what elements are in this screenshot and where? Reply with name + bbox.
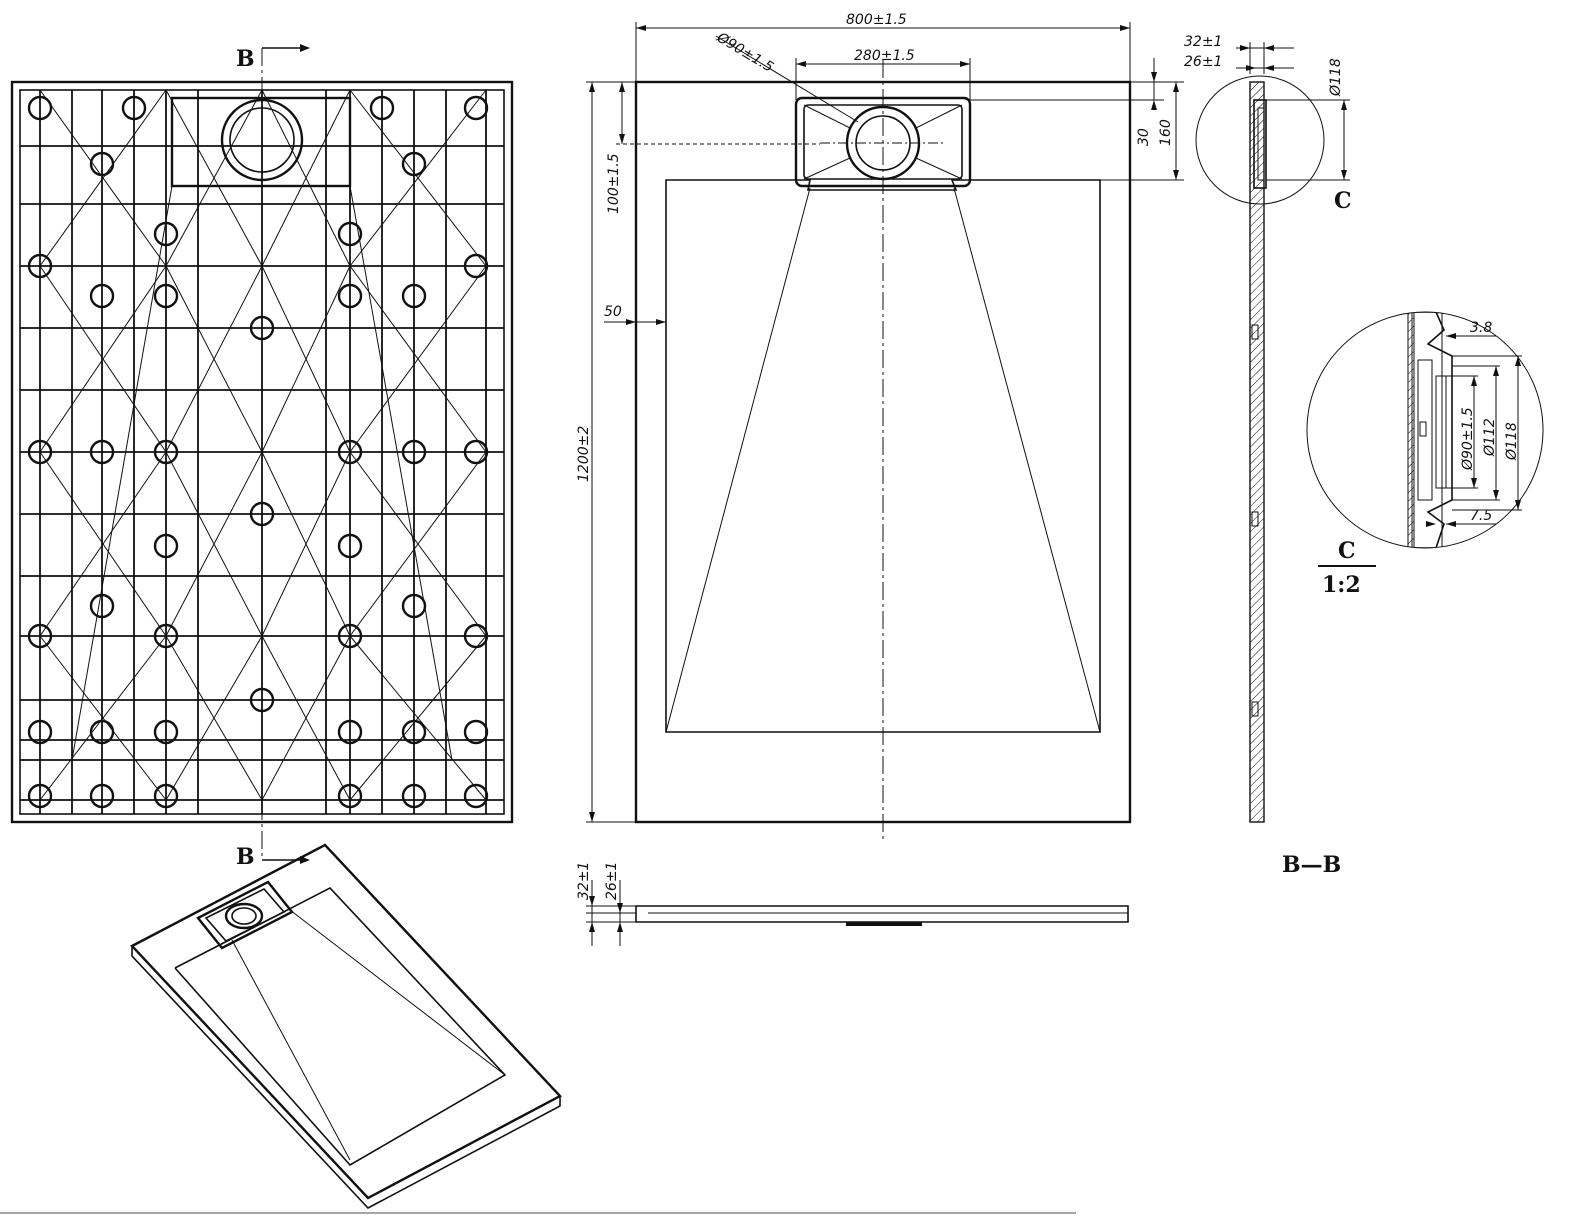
plan-dimensions: 800±1.5 280±1.5 Ø90±1.5 1200±2 100±1.5 5… xyxy=(576,12,1184,823)
underside-support-feet xyxy=(27,95,489,809)
support-foot xyxy=(27,439,53,465)
rib xyxy=(165,635,263,801)
support-foot xyxy=(89,719,115,745)
side-thickness-total: 32±1 xyxy=(576,862,592,900)
support-foot xyxy=(463,783,489,809)
rib xyxy=(349,451,487,637)
rib xyxy=(349,185,453,761)
support-foot xyxy=(153,283,179,309)
rib xyxy=(349,635,487,801)
detail-c: 3.8 7.5 Ø90±1.5 Ø112 Ø118 C 1:2 xyxy=(1306,311,1544,598)
underside-grid xyxy=(20,89,504,814)
rib xyxy=(39,635,167,801)
section-mark-top: B xyxy=(236,44,310,72)
rib xyxy=(39,89,167,267)
support-foot xyxy=(463,439,489,465)
section-bb: C B—B 32±1 26±1 Ø118 xyxy=(1184,34,1352,878)
support-foot xyxy=(27,95,53,121)
support-foot xyxy=(89,151,115,177)
detail-diameter-90: Ø90±1.5 xyxy=(1460,407,1476,471)
support-foot xyxy=(27,623,53,649)
support-foot xyxy=(153,221,179,247)
dimension-30: 30 xyxy=(1136,128,1152,146)
support-foot xyxy=(337,221,363,247)
support-foot xyxy=(27,253,53,279)
support-foot xyxy=(153,719,179,745)
plan-view xyxy=(634,60,1132,840)
support-foot xyxy=(401,151,427,177)
detail-diameter-112: Ø112 xyxy=(1482,418,1498,457)
support-foot xyxy=(89,283,115,309)
support-foot xyxy=(121,95,147,121)
support-foot xyxy=(337,439,363,465)
isometric-view xyxy=(130,843,562,1209)
section-mark-bottom-label: B xyxy=(236,844,255,870)
support-foot xyxy=(463,95,489,121)
detail-scale: 1:2 xyxy=(1322,572,1361,598)
rib xyxy=(349,265,487,453)
detail-title: C xyxy=(1338,538,1356,564)
support-foot xyxy=(401,719,427,745)
support-foot xyxy=(401,283,427,309)
support-foot xyxy=(337,623,363,649)
rib xyxy=(261,635,351,801)
support-foot xyxy=(337,783,363,809)
rib xyxy=(39,451,167,637)
height-dimension: 1200±2 xyxy=(576,426,592,482)
support-foot xyxy=(369,95,395,121)
support-foot xyxy=(463,623,489,649)
support-foot xyxy=(89,783,115,809)
support-foot xyxy=(337,719,363,745)
support-foot xyxy=(89,593,115,619)
section-title: B—B xyxy=(1282,852,1341,878)
section-outer-diameter: Ø118 xyxy=(1328,58,1344,97)
support-foot xyxy=(153,783,179,809)
rib xyxy=(165,89,263,267)
drain-diameter-dimension: Ø90±1.5 xyxy=(713,29,776,76)
detail-dim-3-8: 3.8 xyxy=(1470,320,1492,336)
section-mark-bottom: B xyxy=(236,844,310,870)
detail-diameter-118: Ø118 xyxy=(1504,422,1520,461)
support-foot xyxy=(153,623,179,649)
drain-offset-dimension: 100±1.5 xyxy=(606,153,622,214)
support-foot xyxy=(401,783,427,809)
support-foot xyxy=(89,439,115,465)
rib xyxy=(261,451,351,637)
support-foot xyxy=(27,783,53,809)
rib xyxy=(261,265,351,453)
section-mark-top-label: B xyxy=(236,46,255,72)
support-foot xyxy=(337,533,363,559)
side-thickness-body: 26±1 xyxy=(604,862,620,900)
border-dimension: 50 xyxy=(604,304,622,320)
rib xyxy=(165,265,263,453)
underside-view xyxy=(10,48,514,860)
support-foot xyxy=(463,719,489,745)
side-view: 32±1 26±1 xyxy=(576,862,1129,946)
drain-width-dimension: 280±1.5 xyxy=(854,48,915,64)
support-foot xyxy=(153,533,179,559)
section-thickness-body: 26±1 xyxy=(1184,54,1222,70)
rib xyxy=(261,89,351,267)
dimension-160: 160 xyxy=(1158,119,1174,146)
rib xyxy=(349,89,487,267)
support-foot xyxy=(463,253,489,279)
rib xyxy=(39,265,167,453)
detail-c-marker: C xyxy=(1334,188,1352,214)
section-thickness-total: 32±1 xyxy=(1184,34,1222,50)
support-foot xyxy=(337,283,363,309)
detail-dim-7-5: 7.5 xyxy=(1470,508,1492,524)
support-foot xyxy=(27,719,53,745)
support-foot xyxy=(401,439,427,465)
support-foot xyxy=(401,593,427,619)
rib xyxy=(165,451,263,637)
width-dimension: 800±1.5 xyxy=(846,12,907,28)
support-foot xyxy=(153,439,179,465)
rib xyxy=(71,185,173,761)
